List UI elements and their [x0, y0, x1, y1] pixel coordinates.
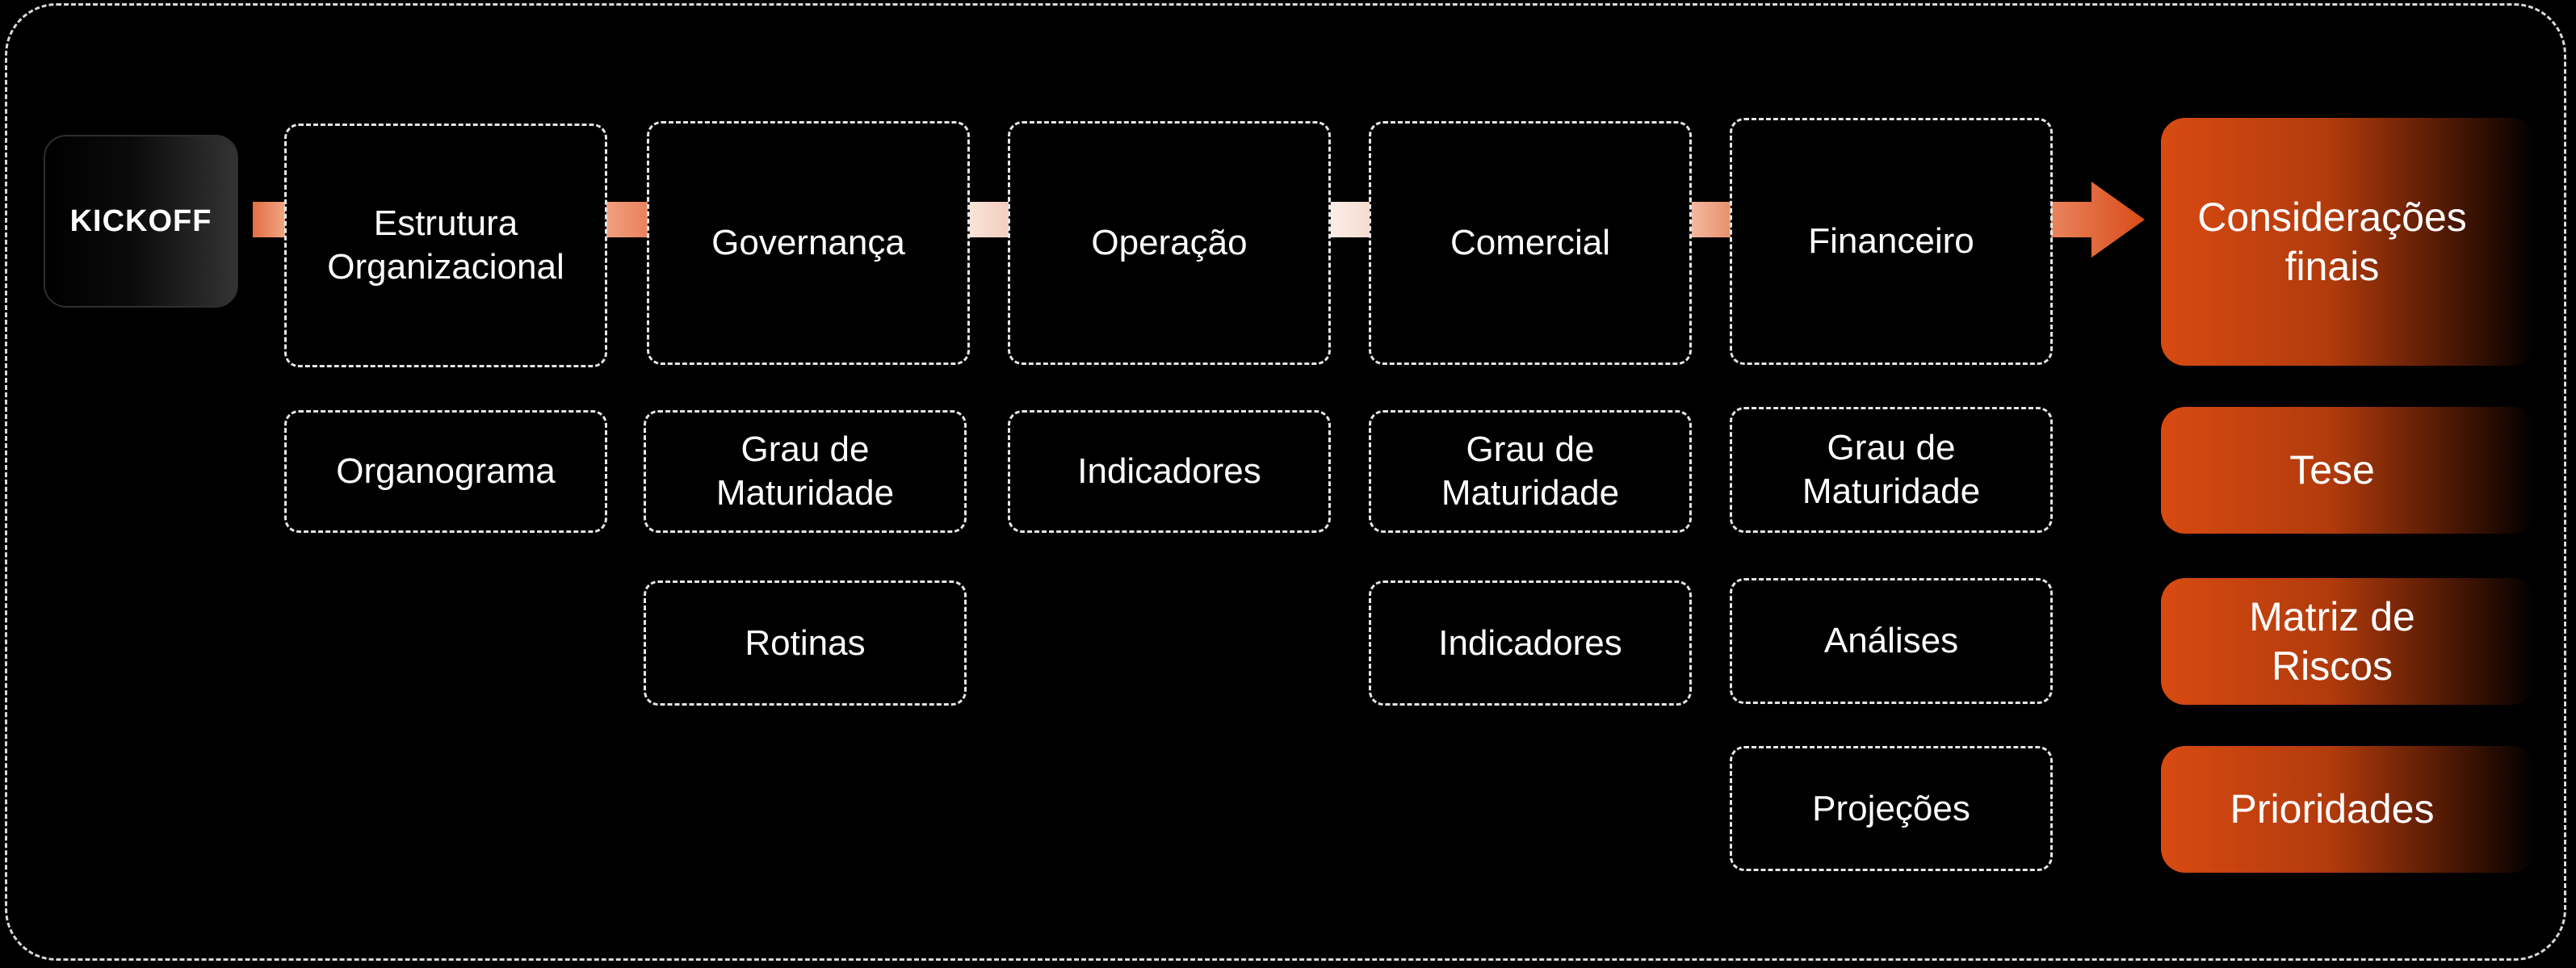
stage-comercial: Comercial: [1369, 121, 1692, 365]
item-label: Organograma: [336, 451, 556, 492]
item-indicadores: Indicadores: [1008, 410, 1331, 533]
item-organograma: Organograma: [284, 410, 607, 533]
item-label: Análises: [1823, 621, 1959, 661]
output-consideracoes-finais: Considerações finais: [2161, 118, 2536, 366]
item-label: Rotinas: [745, 622, 866, 663]
item-label: Grau de Maturidade: [1441, 430, 1620, 513]
output-matriz-de-riscos: Matriz de Riscos: [2161, 578, 2536, 705]
stage-operacao: Operação: [1008, 121, 1331, 365]
stage-governanca: Governança: [647, 121, 970, 365]
item-label: Projeções: [1812, 788, 1970, 828]
output-label: Considerações finais: [2197, 194, 2467, 289]
stage-title: Operação: [1091, 223, 1248, 263]
item-label: Grau de Maturidade: [1802, 428, 1981, 511]
item-label: Grau de Maturidade: [715, 430, 895, 513]
stage-title: Comercial: [1450, 223, 1611, 263]
item-projecoes: Projeções: [1730, 746, 2053, 871]
item-grau-de-maturidade: Grau de Maturidade: [1730, 407, 2053, 533]
output-label: Tese: [2289, 447, 2375, 492]
connector-kickoff-estrutura: [253, 202, 285, 237]
item-indicadores: Indicadores: [1369, 580, 1692, 706]
item-grau-de-maturidade: Grau de Maturidade: [1369, 410, 1692, 533]
stage-title: Financeiro: [1808, 221, 1974, 262]
connector-comercial-financeiro: [1692, 202, 1731, 237]
output-tese: Tese: [2161, 407, 2536, 534]
item-label: Indicadores: [1077, 451, 1261, 492]
kickoff-box: KICKOFF: [44, 135, 238, 308]
stage-title: Estrutura Organizacional: [327, 203, 564, 287]
item-analises: Análises: [1730, 578, 2053, 704]
arrow-to-outputs: [2051, 182, 2145, 258]
stage-title: Governança: [711, 223, 905, 263]
kickoff-label: KICKOFF: [69, 203, 212, 238]
item-grau-de-maturidade: Grau de Maturidade: [644, 410, 967, 533]
stage-financeiro: Financeiro: [1730, 118, 2053, 365]
item-rotinas: Rotinas: [644, 580, 967, 706]
diagram-frame: [5, 3, 2566, 961]
output-prioridades: Prioridades: [2161, 746, 2536, 873]
output-label: Matriz de Riscos: [2249, 593, 2415, 689]
connector-estrutura-governanca: [606, 202, 648, 237]
output-label: Prioridades: [2230, 786, 2435, 832]
connector-operacao-comercial: [1331, 202, 1370, 237]
connector-governanca-operacao: [970, 202, 1009, 237]
stage-estrutura-organizacional: Estrutura Organizacional: [284, 124, 607, 367]
item-label: Indicadores: [1438, 622, 1622, 663]
